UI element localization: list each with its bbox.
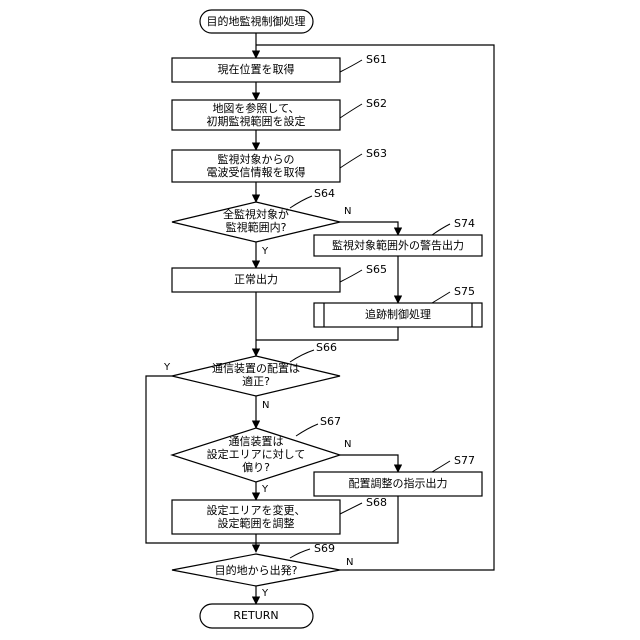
s69-text: 目的地から出発? <box>215 563 298 577</box>
process-s68: 設定エリアを変更、 設定範囲を調整 <box>172 500 340 534</box>
s64-no-label: N <box>344 206 351 217</box>
s63-text-1: 監視対象からの <box>218 152 295 166</box>
s65-label: S65 <box>366 263 387 276</box>
s68-label: S68 <box>366 496 387 509</box>
process-s63: 監視対象からの 電波受信情報を取得 <box>172 150 340 182</box>
s74-label: S74 <box>454 217 475 230</box>
s61-label: S61 <box>366 53 387 66</box>
process-s74: 監視対象範囲外の警告出力 <box>314 235 482 256</box>
s67-no-label: N <box>344 439 351 450</box>
subprocess-s75: 追跡制御処理 <box>314 303 482 327</box>
s69-no-label: N <box>346 557 353 568</box>
process-s62: 地図を参照して、 初期監視範囲を設定 <box>172 100 340 130</box>
s62-text-2: 初期監視範囲を設定 <box>207 114 306 128</box>
process-s61: 現在位置を取得 <box>172 58 340 82</box>
s65-text: 正常出力 <box>234 272 278 286</box>
s66-yes-label: Y <box>163 362 171 373</box>
start-label: 目的地監視制御処理 <box>207 14 306 28</box>
s64-label: S64 <box>314 187 335 200</box>
s64-yes-label: Y <box>261 246 269 257</box>
s64-text-1: 全監視対象が <box>223 207 289 221</box>
s67-text-3: 偏り? <box>242 460 270 474</box>
s77-label: S77 <box>454 454 475 467</box>
process-s77: 配置調整の指示出力 <box>314 472 482 496</box>
s75-label: S75 <box>454 285 475 298</box>
s66-no-label: N <box>262 400 269 411</box>
s67-text-1: 通信装置は <box>229 435 284 448</box>
s61-text: 現在位置を取得 <box>218 62 295 76</box>
s67-label: S67 <box>320 415 341 428</box>
s64-text-2: 監視範囲内? <box>226 220 287 234</box>
decision-s69: 目的地から出発? <box>172 554 340 586</box>
s66-text-2: 適正? <box>242 374 270 388</box>
s67-text-2: 設定エリアに対して <box>207 447 306 461</box>
s68-text-2: 設定範囲を調整 <box>218 516 295 530</box>
s63-text-2: 電波受信情報を取得 <box>207 166 306 179</box>
s75-text: 追跡制御処理 <box>365 307 431 321</box>
end-terminal: RETURN <box>200 604 313 628</box>
s62-text-1: 地図を参照して、 <box>212 101 299 115</box>
s77-text: 配置調整の指示出力 <box>349 476 448 490</box>
s63-label: S63 <box>366 147 387 160</box>
s69-label: S69 <box>314 542 335 555</box>
s69-yes-label: Y <box>261 588 269 599</box>
start-terminal: 目的地監視制御処理 <box>200 10 313 33</box>
end-label: RETURN <box>233 609 278 622</box>
s74-text: 監視対象範囲外の警告出力 <box>332 238 464 252</box>
s66-text-1: 通信装置の配置は <box>212 362 300 375</box>
s67-yes-label: Y <box>261 484 269 495</box>
decision-s66: 通信装置の配置は 適正? <box>172 356 340 396</box>
s68-text-1: 設定エリアを変更、 <box>207 503 306 517</box>
process-s65: 正常出力 <box>172 268 340 292</box>
s66-label: S66 <box>316 341 337 354</box>
s62-label: S62 <box>366 97 387 110</box>
